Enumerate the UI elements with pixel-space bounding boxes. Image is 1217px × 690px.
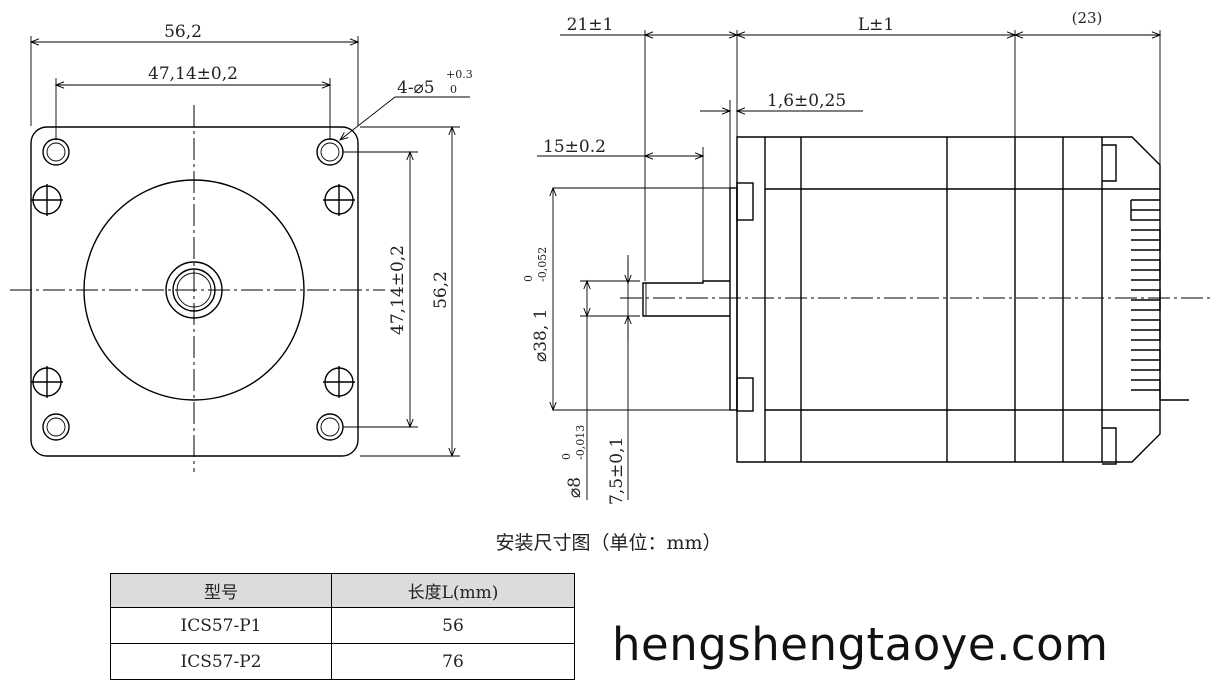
watermark: hengshengtaoye.com — [612, 618, 1109, 671]
front-view: 56,2 47,14±0,2 56,2 47,14±0,2 4-⌀5 +0.3 … — [10, 22, 473, 472]
dim-pilot-diameter: ⌀38, 1 — [531, 309, 551, 363]
dim-hole-spec: 4-⌀5 — [397, 78, 435, 98]
tol-lower: 0 — [450, 83, 457, 96]
dim-flat-length: 15±0.2 — [543, 137, 606, 157]
dim-height: 56,2 — [431, 271, 451, 309]
model-length-table: 型号 长度L(mm) ICS57-P1 56 ICS57-P2 76 — [110, 573, 575, 680]
shaft-tol-lower: -0,013 — [574, 425, 587, 460]
cell-model: ICS57-P2 — [110, 643, 332, 680]
shaft-tol-upper: 0 — [560, 453, 573, 460]
pilot-tol-lower: -0,052 — [536, 247, 549, 282]
side-view: 21±1 L±1 (23) 1,6±0,25 15±0.2 ⌀38, 1 0 -… — [522, 9, 1212, 505]
header-model: 型号 — [110, 573, 332, 608]
dim-body-length: L±1 — [858, 15, 894, 35]
tol-upper: +0.3 — [446, 68, 473, 81]
dim-shaft-diameter: ⌀8 — [565, 477, 585, 498]
caption-text: 安装尺寸图（单位：mm） — [495, 532, 722, 554]
dim-flange-thickness: 1,6±0,25 — [767, 91, 846, 111]
shaft — [642, 280, 730, 317]
dim-shaft-length: 21±1 — [567, 15, 614, 35]
pilot-tol-upper: 0 — [522, 275, 535, 282]
dim-hole-spacing-v: 47,14±0,2 — [388, 245, 408, 335]
cell-length: 76 — [331, 643, 575, 680]
cell-length: 56 — [331, 607, 575, 644]
dim-hole-spacing-h: 47,14±0,2 — [148, 64, 238, 84]
dim-width: 56,2 — [164, 22, 202, 42]
table-row: ICS57-P2 76 — [110, 643, 575, 680]
table-header: 型号 长度L(mm) — [110, 573, 575, 608]
pilot-flange — [729, 187, 738, 411]
motor-body — [736, 136, 1161, 463]
mounting-drawing: 56,2 47,14±0,2 56,2 47,14±0,2 4-⌀5 +0.3 … — [10, 9, 1212, 505]
screw-icon — [31, 184, 355, 398]
table-row: ICS57-P1 56 — [110, 607, 575, 644]
header-length: 长度L(mm) — [331, 573, 575, 608]
drawing-caption: 安装尺寸图（单位：mm） — [0, 528, 1217, 555]
dim-rear-length: (23) — [1072, 9, 1103, 27]
cell-model: ICS57-P1 — [110, 607, 332, 644]
dim-flat-depth: 7,5±0,1 — [607, 437, 627, 505]
